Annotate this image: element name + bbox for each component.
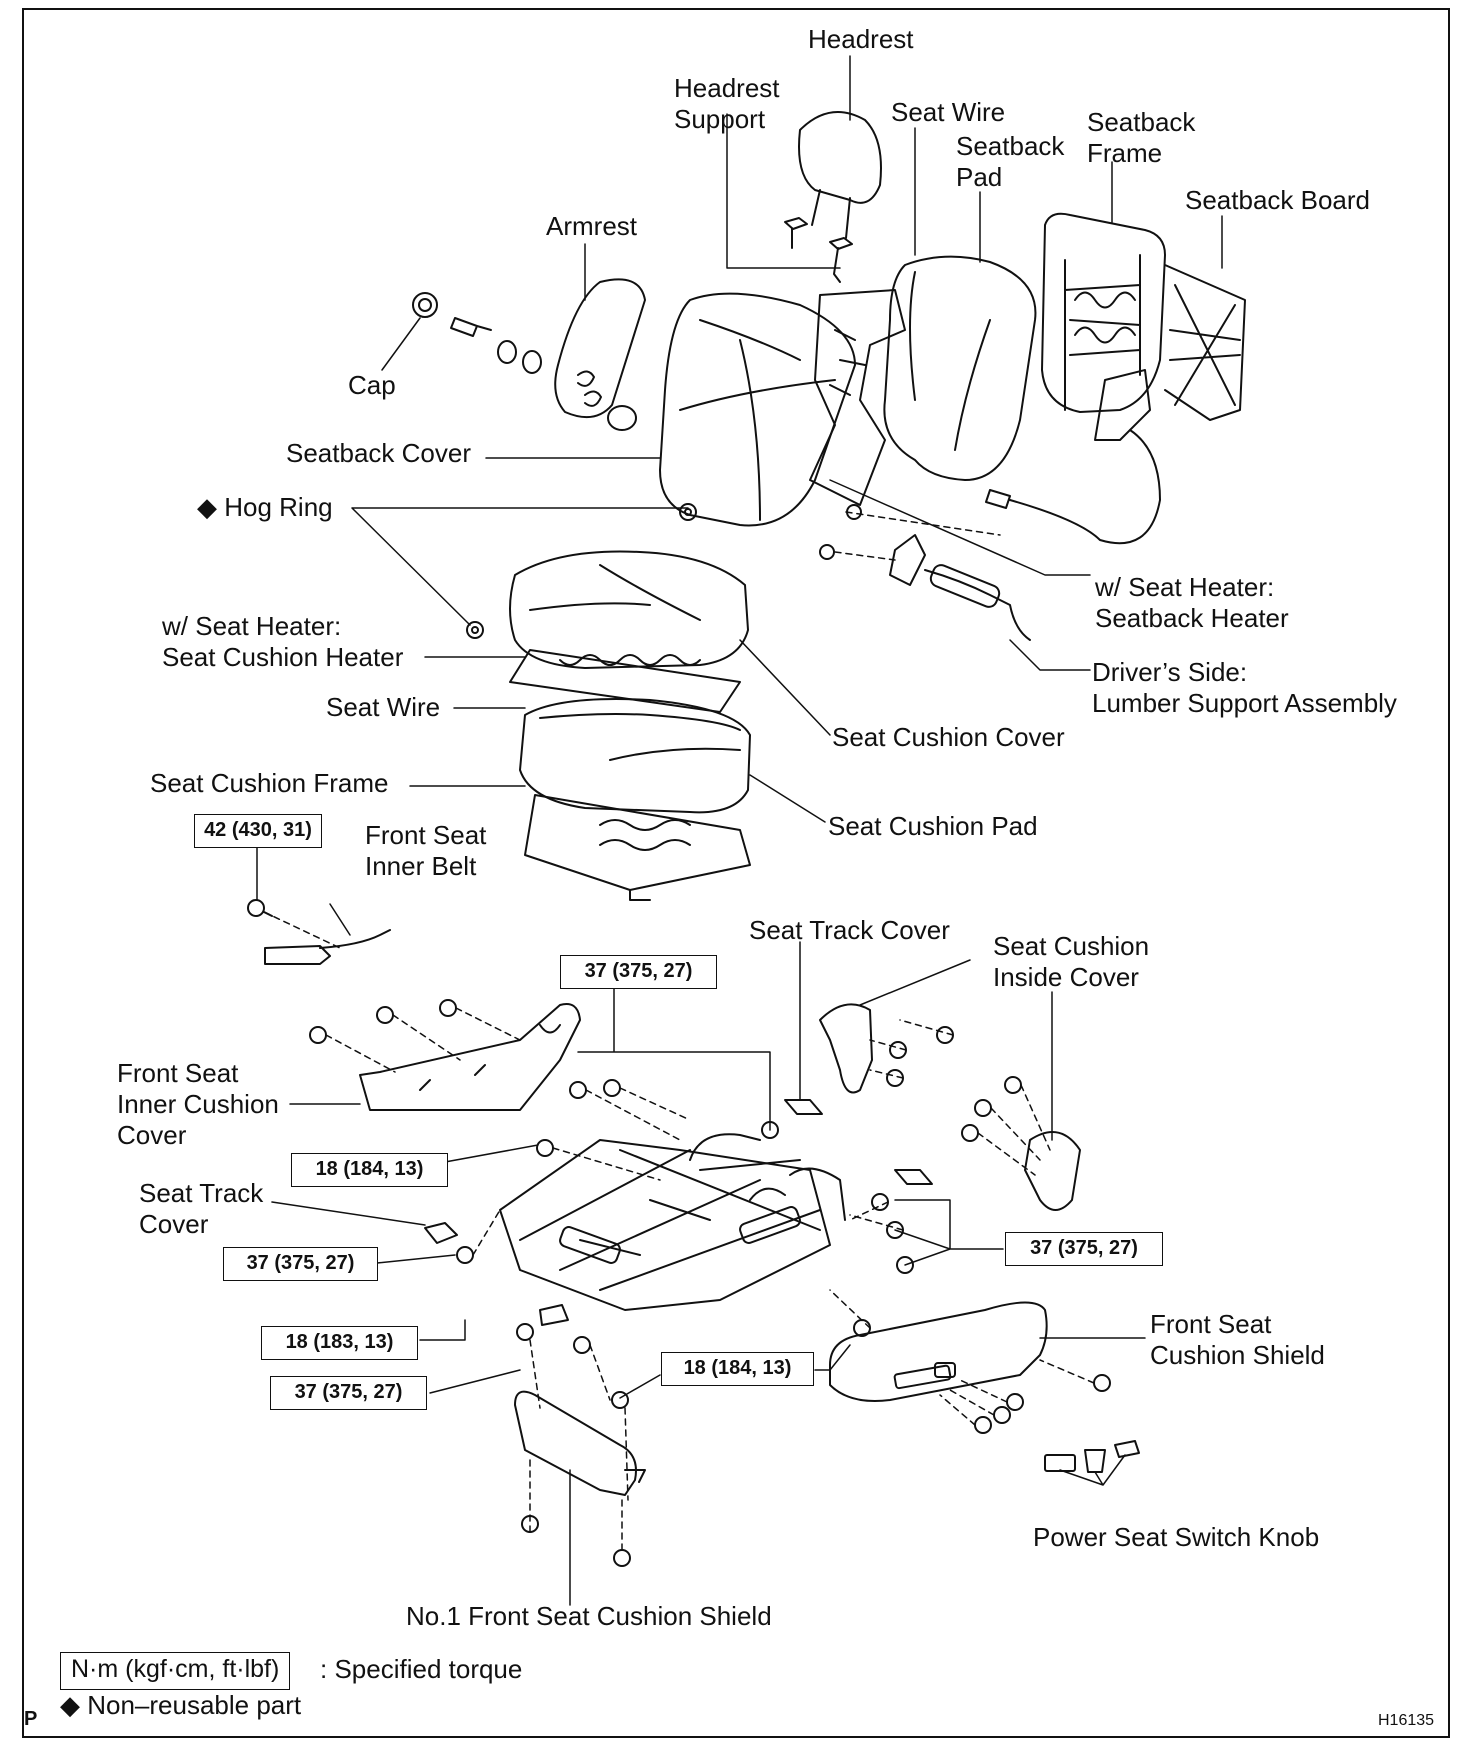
seatback-frame-part: [1041, 212, 1166, 441]
label-seatback-heater: w/ Seat Heater:Seatback Heater: [1095, 572, 1289, 633]
legend-torque-desc: : Specified torque: [320, 1654, 523, 1684]
label-no1-front-seat-cushion-shield: No.1 Front Seat Cushion Shield: [406, 1601, 772, 1631]
front-seat-cushion-shield-part: [829, 1301, 1048, 1402]
lumbar-support-part: [819, 504, 1031, 641]
seat-track-cover-parts: [424, 1099, 933, 1326]
seat-cushion-cover-part: [509, 550, 749, 669]
headrest-part: [798, 111, 882, 239]
label-seatback-cover: Seatback Cover: [286, 438, 471, 468]
hog-ring-parts: [466, 503, 697, 639]
label-hog-ring: ◆ Hog Ring: [197, 492, 333, 522]
torque-box: 18 (184, 13): [661, 1352, 814, 1386]
label-cap: Cap: [348, 370, 396, 400]
label-seat-wire-top: Seat Wire: [891, 97, 1006, 127]
label-seat-wire-mid: Seat Wire: [326, 692, 441, 722]
bolt-parts: [309, 999, 1111, 1567]
label-headrest: Headrest: [808, 24, 914, 54]
inner-cushion-cover-part: [359, 1003, 581, 1111]
seat-cushion-frame-part: [524, 794, 751, 901]
label-lumber-support: Driver’s Side:Lumber Support Assembly: [1092, 657, 1397, 718]
seatback-board-part: [1164, 264, 1246, 421]
inner-belt-part: [247, 899, 391, 965]
legend-nonreusable: ◆ Non–reusable part: [60, 1690, 302, 1720]
label-seat-cushion-frame: Seat Cushion Frame: [150, 768, 389, 798]
torque-box: 37 (375, 27): [1005, 1232, 1163, 1266]
seatback-cover-part: [659, 292, 856, 527]
seatback-heater-part: [809, 289, 906, 506]
label-armrest: Armrest: [546, 211, 637, 241]
label-seat-track-cover-top: Seat Track Cover: [749, 915, 950, 945]
torque-box: 18 (183, 13): [261, 1326, 418, 1360]
legend-torque-unit: N·m (kgf·cm, ft·lbf): [60, 1652, 291, 1690]
seat-cushion-heater-part: [509, 649, 741, 713]
label-seat-cushion-heater: w/ Seat Heater:Seat Cushion Heater: [162, 611, 404, 672]
label-power-seat-switch-knob: Power Seat Switch Knob: [1033, 1522, 1320, 1552]
seat-cushion-pad-part: [519, 698, 751, 814]
torque-box: 37 (375, 27): [560, 955, 717, 989]
diagram-frame: [22, 8, 1450, 1738]
label-seatback-board: Seatback Board: [1185, 185, 1371, 215]
torque-box: 18 (184, 13): [291, 1153, 448, 1187]
power-seat-switch-knob-parts: [1044, 1440, 1140, 1473]
seatback-pad-part: [883, 255, 1037, 481]
seat-track-part: [499, 1133, 846, 1311]
torque-box: 37 (375, 27): [270, 1376, 427, 1410]
heater-cable-part: [985, 429, 1161, 545]
armrest-part: [554, 278, 646, 419]
seat-cushion-inside-cover-parts: [819, 1003, 1081, 1211]
label-seat-cushion-cover: Seat Cushion Cover: [832, 722, 1065, 752]
corner-letter: P: [24, 1708, 38, 1730]
torque-box: 37 (375, 27): [223, 1247, 378, 1281]
headrest-support-part: [784, 217, 853, 283]
figure-id: H16135: [1378, 1712, 1435, 1729]
cap-part: [412, 292, 637, 431]
no1-front-seat-cushion-shield-part: [514, 1390, 646, 1496]
torque-box: 42 (430, 31): [194, 814, 322, 848]
label-seat-cushion-pad: Seat Cushion Pad: [828, 811, 1038, 841]
